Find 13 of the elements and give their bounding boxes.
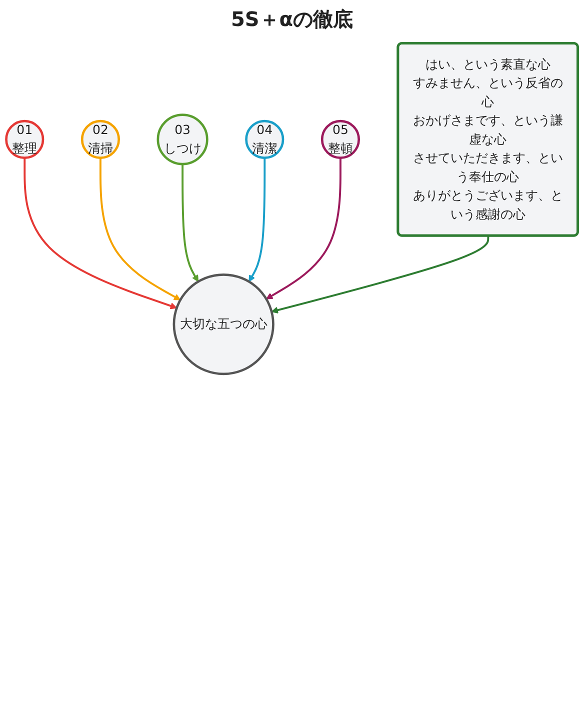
arrow: [248, 158, 266, 282]
node-circle: 05 整頓: [320, 120, 360, 159]
node-circle: 04 清潔: [245, 120, 284, 159]
node-circle: 02 清掃: [80, 120, 120, 159]
diagram-title: 5S＋αの徹底: [230, 6, 354, 33]
arrow: [271, 236, 490, 314]
arrow: [99, 158, 181, 300]
node-circle: 01 整理: [5, 120, 44, 159]
arrow: [24, 158, 178, 310]
node-circle: 03 しつけ: [156, 114, 208, 166]
arrow: [182, 164, 199, 282]
arrow: [266, 158, 342, 300]
node-circle: 大切な五つの心: [172, 273, 274, 376]
